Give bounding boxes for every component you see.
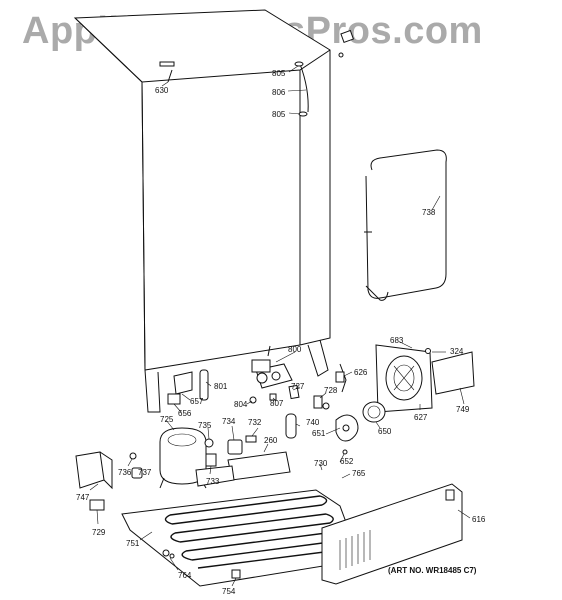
part-label-751: 751 [126, 539, 140, 548]
part-label-732: 732 [248, 418, 262, 427]
part-label-324: 324 [450, 347, 464, 356]
part-label-683: 683 [390, 336, 404, 345]
part-label-735: 735 [198, 421, 212, 430]
rear-cover [321, 483, 463, 585]
water-tube [294, 29, 355, 117]
part-label-804: 804 [234, 400, 248, 409]
part-label-630: 630 [155, 86, 169, 95]
part-label-800: 800 [288, 345, 302, 354]
left-bracket [75, 451, 113, 490]
part-label-728: 728 [324, 386, 338, 395]
fan-motor [362, 401, 386, 423]
part-label-730: 730 [314, 459, 328, 468]
part-label-749: 749 [456, 405, 470, 414]
part-label-736: 736 [118, 468, 132, 477]
part-label-765: 765 [352, 469, 366, 478]
cabinet-body [73, 9, 331, 413]
part-label-652: 652 [340, 457, 354, 466]
capacitor [285, 413, 297, 439]
control-board [425, 348, 475, 395]
part-label-626: 626 [354, 368, 368, 377]
fan-shroud [375, 344, 433, 413]
fan-blade [335, 414, 359, 455]
part-label-764: 764 [178, 571, 192, 580]
part-label-737: 737 [138, 468, 152, 477]
part-label-754: 754 [222, 587, 236, 596]
part-label-807: 807 [270, 399, 284, 408]
part-labels: 630 805 806 805 738 683 324 800 626 801 … [76, 69, 486, 596]
water-valve [251, 345, 293, 389]
part-label-738: 738 [422, 208, 436, 217]
part-label-725: 725 [160, 415, 174, 424]
heater-loop [364, 149, 447, 301]
relay-parts [204, 435, 257, 467]
part-label-734: 734 [222, 417, 236, 426]
part-label-260: 260 [264, 436, 278, 445]
drain-tube [199, 369, 209, 401]
part-label-806: 806 [272, 88, 286, 97]
part-label-801: 801 [214, 382, 228, 391]
part-label-805-top: 805 [272, 69, 286, 78]
part-label-747: 747 [76, 493, 90, 502]
relay-bracket [167, 371, 193, 405]
part-label-627: 627 [414, 413, 428, 422]
grommets [129, 452, 143, 479]
part-label-733: 733 [206, 477, 220, 486]
art-number: (ART NO. WR18485 C7) [388, 566, 477, 575]
part-label-740: 740 [306, 418, 320, 427]
part-label-729: 729 [92, 528, 106, 537]
part-label-657: 657 [190, 397, 204, 406]
part-label-805-bottom: 805 [272, 110, 286, 119]
foot [89, 499, 105, 511]
leader-lines [89, 65, 471, 587]
compressor-mount [195, 451, 291, 487]
part-label-656: 656 [178, 409, 192, 418]
part-label-616: 616 [472, 515, 486, 524]
part-label-727: 727 [291, 382, 305, 391]
part-label-650: 650 [378, 427, 392, 436]
part-label-651: 651 [312, 429, 326, 438]
